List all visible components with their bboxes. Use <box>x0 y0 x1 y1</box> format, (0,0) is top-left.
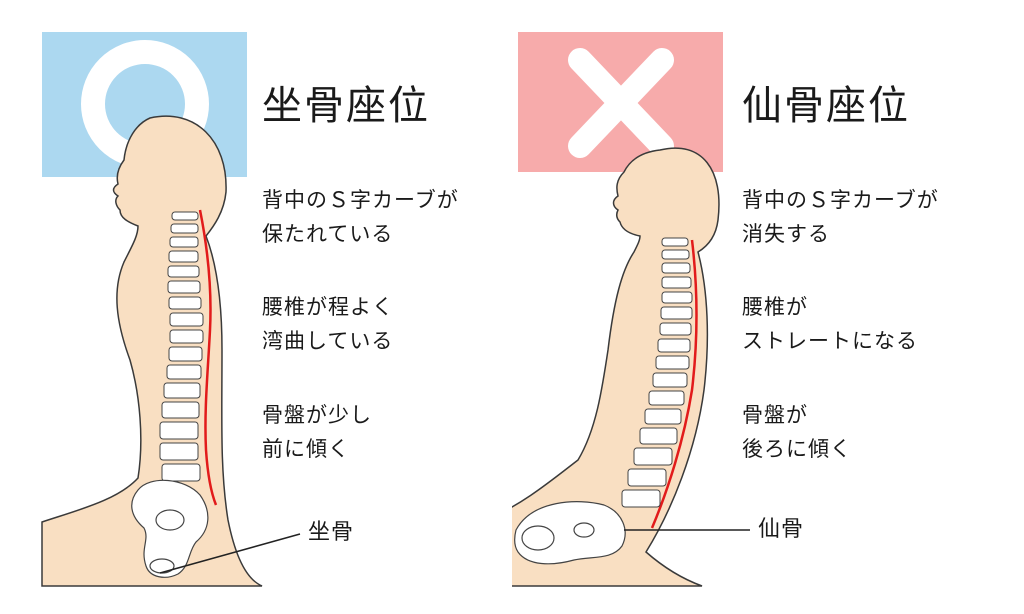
bad-point-3: 骨盤が 後ろに傾く <box>742 403 852 461</box>
bad-posture-panel: 仙骨座位 背中のＳ字カーブが 消失する 腰椎が ストレートになる 骨盤が 後ろに… <box>512 0 1024 614</box>
bad-posture-title: 仙骨座位 <box>742 83 910 129</box>
bad-posture-figure <box>512 32 750 587</box>
good-point-2: 腰椎が程よく 湾曲している <box>262 295 394 353</box>
sacrum-label: 仙骨 <box>758 517 805 542</box>
bad-point-1: 背中のＳ字カーブが 消失する <box>742 188 939 246</box>
cross-mark-icon <box>568 48 674 158</box>
spine-straight-line <box>650 239 698 529</box>
ischium-label: 坐骨 <box>308 520 355 545</box>
good-posture-figure <box>41 32 301 587</box>
pelvis-tilted <box>514 501 626 565</box>
vertebrae <box>159 211 204 482</box>
bad-point-2: 腰椎が ストレートになる <box>742 295 918 353</box>
vertebrae-straight <box>621 237 693 508</box>
good-posture-panel: 坐骨座位 背中のＳ字カーブが 保たれている 腰椎が程よく 湾曲している 骨盤が少… <box>41 32 459 587</box>
good-point-1: 背中のＳ字カーブが 保たれている <box>262 188 459 246</box>
good-point-3: 骨盤が少し 前に傾く <box>262 403 372 461</box>
ischium-callout-line <box>159 533 301 574</box>
good-posture-title: 坐骨座位 <box>262 83 430 129</box>
spine-curve-line <box>198 209 218 506</box>
pelvis <box>131 479 209 578</box>
